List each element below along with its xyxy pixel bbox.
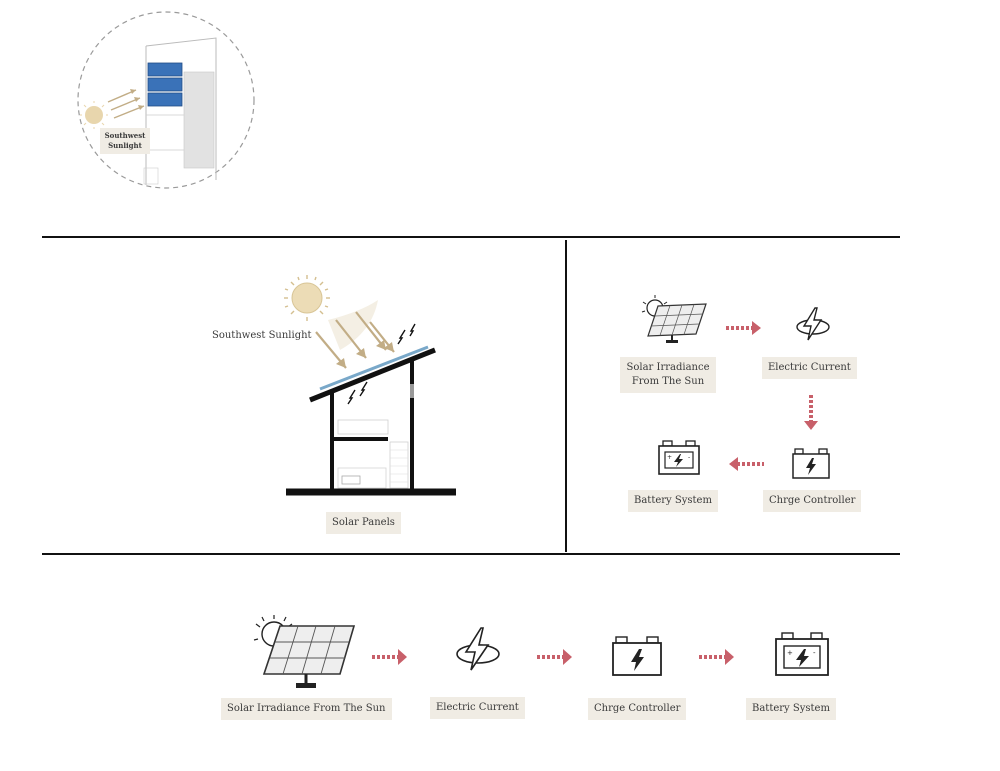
solar-panel-icon	[641, 295, 707, 343]
row-battery-label: Battery System	[746, 698, 836, 720]
grid-irradiance-label: Solar Irradiance From The Sun	[620, 357, 716, 393]
row-electric-label: Electric Current	[430, 697, 525, 719]
top-divider	[42, 236, 900, 238]
svg-text:-: -	[688, 454, 690, 461]
row-charge-label: Chrge Controller	[588, 698, 687, 720]
bottom-divider	[42, 553, 900, 555]
svg-text:-: -	[813, 649, 816, 657]
lightning-icon	[796, 307, 830, 341]
grid-charge-label: Chrge Controller	[763, 490, 862, 512]
battery-icon: + -	[775, 632, 829, 676]
dotted-arrow-icon	[537, 649, 572, 665]
svg-text:+: +	[787, 649, 793, 657]
battery-icon: + -	[658, 440, 700, 475]
dotted-arrow-icon	[726, 321, 761, 335]
dotted-arrow-down-icon	[804, 395, 818, 430]
grid-irradiance-line2: From The Sun	[631, 376, 705, 387]
grid-electric-label: Electric Current	[762, 357, 857, 379]
dotted-arrow-left-icon	[729, 457, 764, 471]
circle-detail-drawing	[77, 11, 255, 189]
circle-sun-label-line2: Sunlight	[108, 141, 142, 150]
charge-controller-icon	[612, 636, 662, 676]
solar-panel-icon	[253, 615, 356, 688]
dotted-arrow-icon	[372, 649, 407, 665]
circle-sun-label-line1: Southwest	[104, 131, 146, 140]
circle-sun-label: Southwest Sunlight	[100, 128, 150, 154]
charge-controller-icon	[792, 448, 830, 479]
grid-irradiance-line1: Solar Irradiance	[626, 362, 710, 373]
row-irradiance-label: Solar Irradiance From The Sun	[221, 698, 392, 720]
svg-text:+: +	[667, 454, 672, 461]
house-section-drawing	[284, 275, 456, 496]
middle-divider	[565, 240, 567, 552]
sun-icon	[284, 275, 330, 321]
house-sunlight-label: Southwest Sunlight	[212, 330, 312, 341]
house-panels-label: Solar Panels	[326, 512, 401, 534]
lightning-icon	[456, 627, 500, 671]
dotted-arrow-icon	[699, 649, 734, 665]
grid-battery-label: Battery System	[628, 490, 718, 512]
panel-rect	[147, 62, 183, 77]
circle-detail: Southwest Sunlight	[76, 10, 256, 190]
